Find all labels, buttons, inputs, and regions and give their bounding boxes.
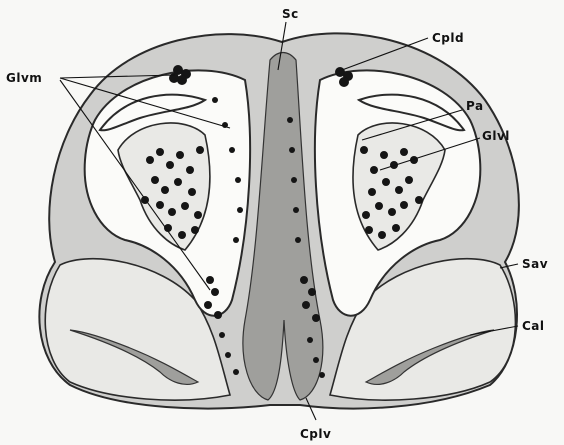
label-glvl: Glvl (482, 129, 510, 143)
label-cpld: Cpld (432, 31, 464, 45)
label-cal: Cal (522, 319, 545, 333)
label-sc: Sc (282, 7, 299, 21)
label-cplv: Cplv (300, 427, 331, 441)
label-sav: Sav (522, 257, 548, 271)
label-glvm: Glvm (6, 71, 42, 85)
label-pa: Pa (466, 99, 484, 113)
